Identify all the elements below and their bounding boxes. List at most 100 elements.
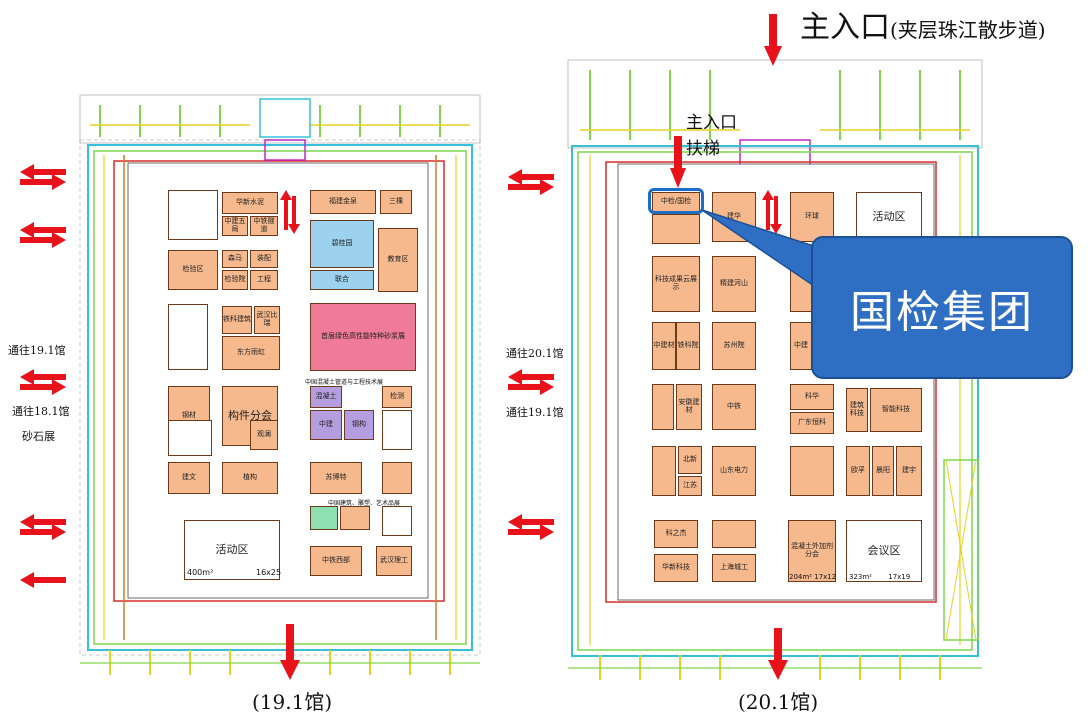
booth[interactable] <box>382 506 412 536</box>
booth[interactable]: 精建河山 <box>712 256 756 312</box>
booth[interactable] <box>652 384 674 430</box>
booth-label: 活动区 <box>215 542 249 556</box>
exit-arrow-19-1 <box>280 624 300 680</box>
highlight-national-inspection-booth <box>648 188 704 214</box>
booth[interactable]: 科之杰 <box>654 520 698 548</box>
booth[interactable]: 华新水泥 <box>222 192 278 214</box>
booth[interactable]: 建宇 <box>896 446 922 496</box>
side-arrows-middle <box>508 169 554 540</box>
booth[interactable]: 环球 <box>790 192 834 242</box>
booth-label: 武汉比瑞 <box>256 311 278 327</box>
booth[interactable]: 科技成果云展示 <box>652 256 700 312</box>
booth-label: 检测 <box>390 392 404 401</box>
booth[interactable]: 北新 <box>678 446 702 474</box>
meeting-area[interactable]: 会议区 <box>846 520 922 582</box>
booth[interactable]: 武汉理工 <box>376 546 412 576</box>
booth[interactable]: 中铁隧道 <box>250 216 278 236</box>
booth-label: 混凝土 <box>315 392 337 401</box>
main-entrance-subtext: (夹层珠江散步道) <box>890 18 1046 42</box>
booth-admixture-branch[interactable]: 混凝土外加剂分会 <box>788 520 836 582</box>
booth[interactable] <box>790 446 834 496</box>
booth[interactable] <box>652 214 700 244</box>
booth-label: 建华 <box>727 212 741 221</box>
booth[interactable]: 上海城工 <box>712 554 756 582</box>
booth[interactable]: 安徽建材 <box>676 384 702 430</box>
booth-label: 环球 <box>805 212 819 221</box>
booth[interactable]: 中铁 <box>712 384 756 430</box>
booth[interactable]: 苏博特 <box>310 462 362 494</box>
booth[interactable]: 铁科院 <box>676 322 700 370</box>
booth-label: 江苏 <box>683 481 697 490</box>
pipe-expo-label: 中国混凝土管道与工程技术展 <box>305 379 384 386</box>
booth[interactable]: 混凝土 <box>310 386 342 408</box>
booth[interactable]: 联合 <box>310 270 374 290</box>
booth[interactable]: 华新科技 <box>654 554 698 582</box>
booth-label: 中建五局 <box>224 217 246 233</box>
main-entrance-text: 主入口 <box>800 10 890 45</box>
booth[interactable] <box>168 420 212 456</box>
activity-area-19-1[interactable]: 活动区 <box>184 520 280 580</box>
booth[interactable] <box>382 410 412 450</box>
booth[interactable]: 中建材 <box>652 322 676 370</box>
art-expo-label: 中国建筑、雕塑、艺术品展 <box>328 500 401 507</box>
booth[interactable]: 铁科建筑 <box>222 306 252 334</box>
booth-label: 苏博特 <box>325 473 347 482</box>
activity-area-20-1[interactable]: 活动区 <box>856 192 922 242</box>
booth[interactable]: 晨阳 <box>872 446 894 496</box>
booth[interactable]: 观澜 <box>250 420 278 450</box>
booth[interactable]: 教育区 <box>378 228 418 292</box>
booth-label: 铁科建筑 <box>223 315 251 324</box>
booth[interactable]: 武汉比瑞 <box>254 306 280 334</box>
booth[interactable]: 科华 <box>790 384 834 410</box>
booth-label: 活动区 <box>872 209 906 223</box>
booth[interactable] <box>340 506 370 530</box>
booth[interactable]: 智能科技 <box>870 388 922 432</box>
booth[interactable] <box>168 304 208 370</box>
booth[interactable]: 福建金泉 <box>310 190 376 214</box>
booth-label: 安徽建材 <box>678 398 700 414</box>
hall-20-1-label: (20.1馆) <box>738 690 819 714</box>
booth[interactable]: 广东恒科 <box>790 412 834 434</box>
hall-19-1-outline <box>79 94 481 675</box>
booth[interactable]: 检验区 <box>168 250 218 290</box>
booth[interactable]: 中建五局 <box>222 216 248 236</box>
booth-label: 科华 <box>805 392 819 401</box>
booth-special-mortar[interactable]: 首届绿色高性能特种砂浆展 <box>310 303 416 371</box>
booth-label: 检验院 <box>224 275 246 284</box>
booth-label: 华新科技 <box>662 563 690 572</box>
booth[interactable]: 中建 <box>790 322 812 370</box>
booth[interactable]: 植构 <box>222 462 278 494</box>
booth[interactable]: 检验院 <box>222 270 248 290</box>
booth-label: 教育区 <box>387 255 409 264</box>
booth-label: 首届绿色高性能特种砂浆展 <box>321 332 405 341</box>
booth[interactable]: 江苏 <box>678 476 702 496</box>
booth[interactable]: 中建 <box>310 410 342 440</box>
booth[interactable] <box>168 190 218 240</box>
booth[interactable]: 三棵 <box>380 190 412 214</box>
escalator-arrow <box>670 136 686 188</box>
booth[interactable]: 装配 <box>250 250 278 268</box>
booth-label: 装配 <box>257 254 271 263</box>
booth[interactable]: 中铁西部 <box>310 546 362 576</box>
booth[interactable] <box>310 506 338 530</box>
booth[interactable]: 苏州院 <box>712 322 756 370</box>
hall-19-1-label: (19.1馆) <box>252 690 333 714</box>
booth[interactable]: 建文 <box>168 462 210 494</box>
booth[interactable] <box>382 462 412 494</box>
booth[interactable]: 欧孚 <box>846 446 870 496</box>
booth[interactable]: 山东电力 <box>712 446 756 496</box>
booth[interactable]: 检测 <box>382 386 412 408</box>
booth[interactable] <box>652 446 676 496</box>
booth-label: 华新水泥 <box>236 198 264 207</box>
booth[interactable]: 工程 <box>250 270 278 290</box>
booth-label: 东方雨虹 <box>237 348 265 357</box>
inner-arrow-right-hall <box>762 190 782 234</box>
booth-label: 北新 <box>683 455 697 464</box>
booth[interactable]: 森马 <box>222 250 248 268</box>
booth[interactable]: 钢构 <box>344 410 374 440</box>
booth[interactable]: 碧桂园 <box>310 220 374 268</box>
booth[interactable] <box>712 520 756 548</box>
booth-label: 建筑科技 <box>850 401 864 417</box>
booth[interactable]: 建筑科技 <box>846 388 868 432</box>
booth[interactable]: 东方雨虹 <box>222 336 280 370</box>
